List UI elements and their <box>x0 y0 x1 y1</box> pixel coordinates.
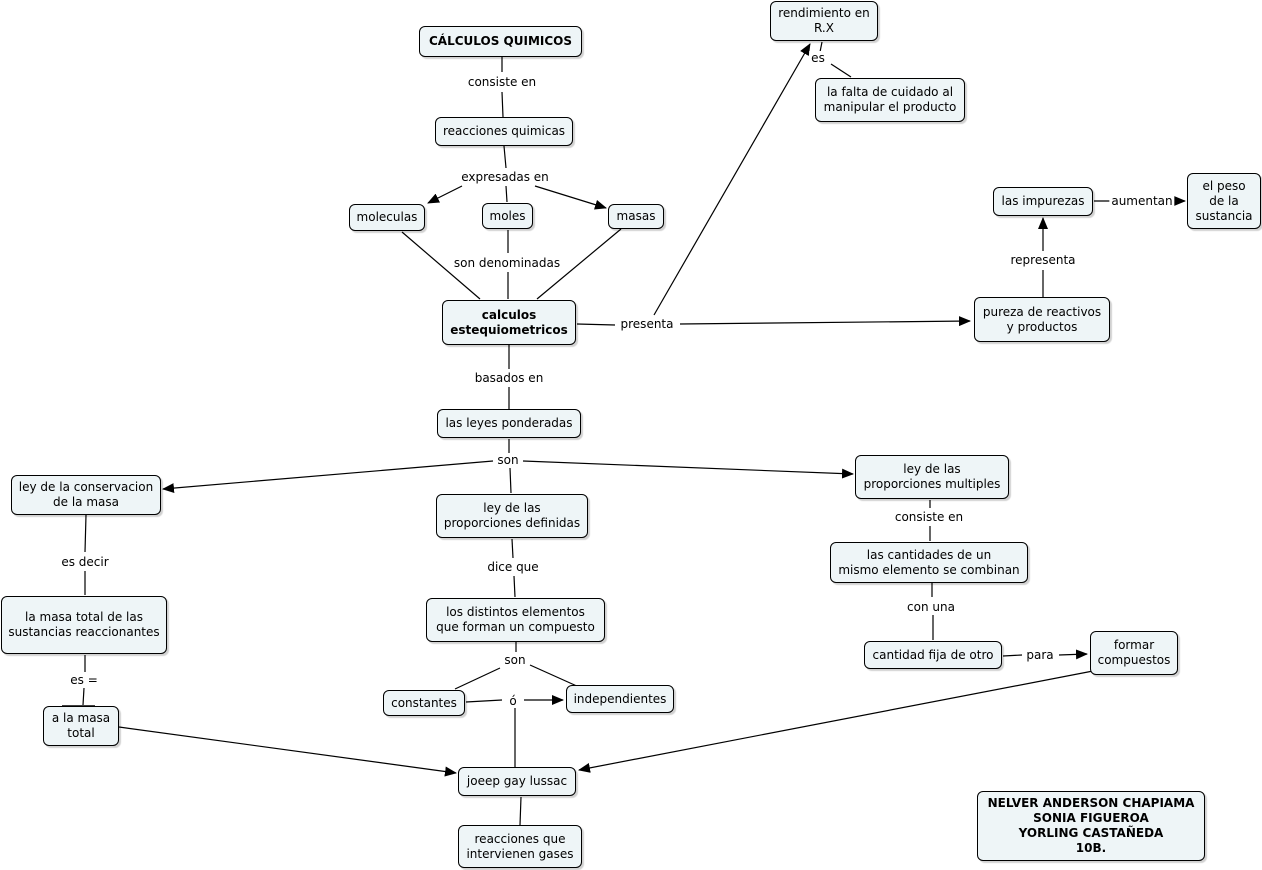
link-label-aumentan: aumentan <box>1109 194 1175 208</box>
node-ley-multiples[interactable]: ley de las proporciones multiples <box>855 455 1009 499</box>
node-pureza[interactable]: pureza de reactivos y productos <box>974 297 1110 342</box>
node-formar-compuestos[interactable]: formar compuestos <box>1090 631 1178 675</box>
node-a-la-masa-total[interactable]: a la masa total <box>43 706 119 746</box>
link-label-expresadas-en: expresadas en <box>459 170 551 184</box>
node-impurezas[interactable]: las impurezas <box>993 187 1093 216</box>
node-calculos-quimicos[interactable]: CÁLCULOS QUIMICOS <box>419 26 582 57</box>
link-label-representa: representa <box>1008 253 1078 267</box>
node-ley-conservacion[interactable]: ley de la conservacion de la masa <box>11 475 161 515</box>
node-moleculas[interactable]: moleculas <box>349 204 425 231</box>
node-masa-total-sustancias[interactable]: la masa total de las sustancias reaccion… <box>1 596 167 654</box>
node-rendimiento[interactable]: rendimiento en R.X <box>770 1 878 41</box>
link-label-presenta: presenta <box>618 317 676 331</box>
node-falta-cuidado[interactable]: la falta de cuidado al manipular el prod… <box>815 78 965 122</box>
node-autores: NELVER ANDERSON CHAPIAMA SONIA FIGUEROA … <box>977 791 1205 861</box>
node-moles[interactable]: moles <box>482 203 533 229</box>
node-peso-sustancia[interactable]: el peso de la sustancia <box>1187 173 1261 229</box>
link-label-con-una: con una <box>905 600 957 614</box>
link-label-para: para <box>1024 648 1056 662</box>
link-label-dice-que: dice que <box>485 560 541 574</box>
link-label-o: ó <box>507 694 519 708</box>
node-reacciones-quimicas[interactable]: reacciones quimicas <box>435 117 573 146</box>
link-label-es-decir: es decir <box>59 555 111 569</box>
node-cantidad-fija[interactable]: cantidad fija de otro <box>864 641 1002 669</box>
link-label-basados-en: basados en <box>472 371 546 385</box>
node-calculos-estequiometricos[interactable]: calculos estequiometricos <box>442 300 576 345</box>
node-distintos-elementos[interactable]: los distintos elementos que forman un co… <box>426 598 605 642</box>
node-cantidades[interactable]: las cantidades de un mismo elemento se c… <box>830 542 1028 583</box>
link-label-son-denominadas: son denominadas <box>451 256 563 270</box>
link-label-es-igual: es = <box>68 673 100 687</box>
link-label-son-leyes: son <box>495 453 521 467</box>
link-label-son-elementos: son <box>502 653 528 667</box>
node-independientes[interactable]: independientes <box>566 685 674 713</box>
link-label-consiste-en-multiples: consiste en <box>892 510 966 524</box>
node-leyes-ponderadas[interactable]: las leyes ponderadas <box>437 409 581 438</box>
node-masas[interactable]: masas <box>608 204 664 229</box>
link-label-es: es <box>809 51 827 65</box>
link-label-consiste-en: consiste en <box>465 75 539 89</box>
node-constantes[interactable]: constantes <box>383 690 465 716</box>
node-joeep[interactable]: joeep gay lussac <box>458 767 576 796</box>
node-ley-definidas[interactable]: ley de las proporciones definidas <box>436 494 588 538</box>
node-reacciones-gases[interactable]: reacciones que intervienen gases <box>458 825 582 868</box>
